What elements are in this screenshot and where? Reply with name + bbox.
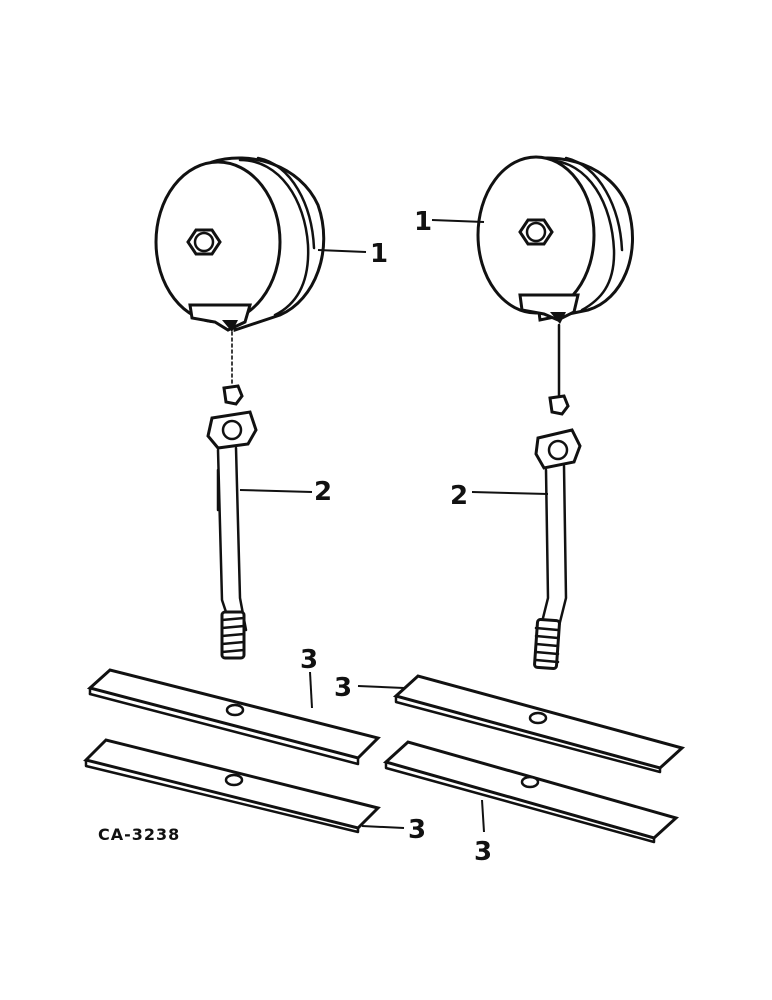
left-gauge <box>154 156 326 406</box>
gasket-bottom-right <box>382 740 680 844</box>
callout-gasket-bottom-left: 3 <box>408 815 426 845</box>
gasket-bottom-left <box>83 738 381 834</box>
right-tube <box>533 428 582 671</box>
gasket-top-right <box>392 674 686 774</box>
callout-right-tube: 2 <box>450 481 468 511</box>
left-tube <box>206 410 258 660</box>
callout-gasket-top-right: 3 <box>334 673 352 703</box>
figure-code: CA-3238 <box>98 825 180 844</box>
callout-left-tube: 2 <box>314 477 332 507</box>
callout-right-gauge: 1 <box>414 207 432 237</box>
callout-gasket-bottom-right: 3 <box>474 837 492 867</box>
right-gauge <box>476 155 634 416</box>
callout-left-gauge: 1 <box>370 239 388 269</box>
leader-lines <box>239 219 549 833</box>
gasket-top-left <box>86 668 381 766</box>
callout-gasket-top-left: 3 <box>300 645 318 675</box>
